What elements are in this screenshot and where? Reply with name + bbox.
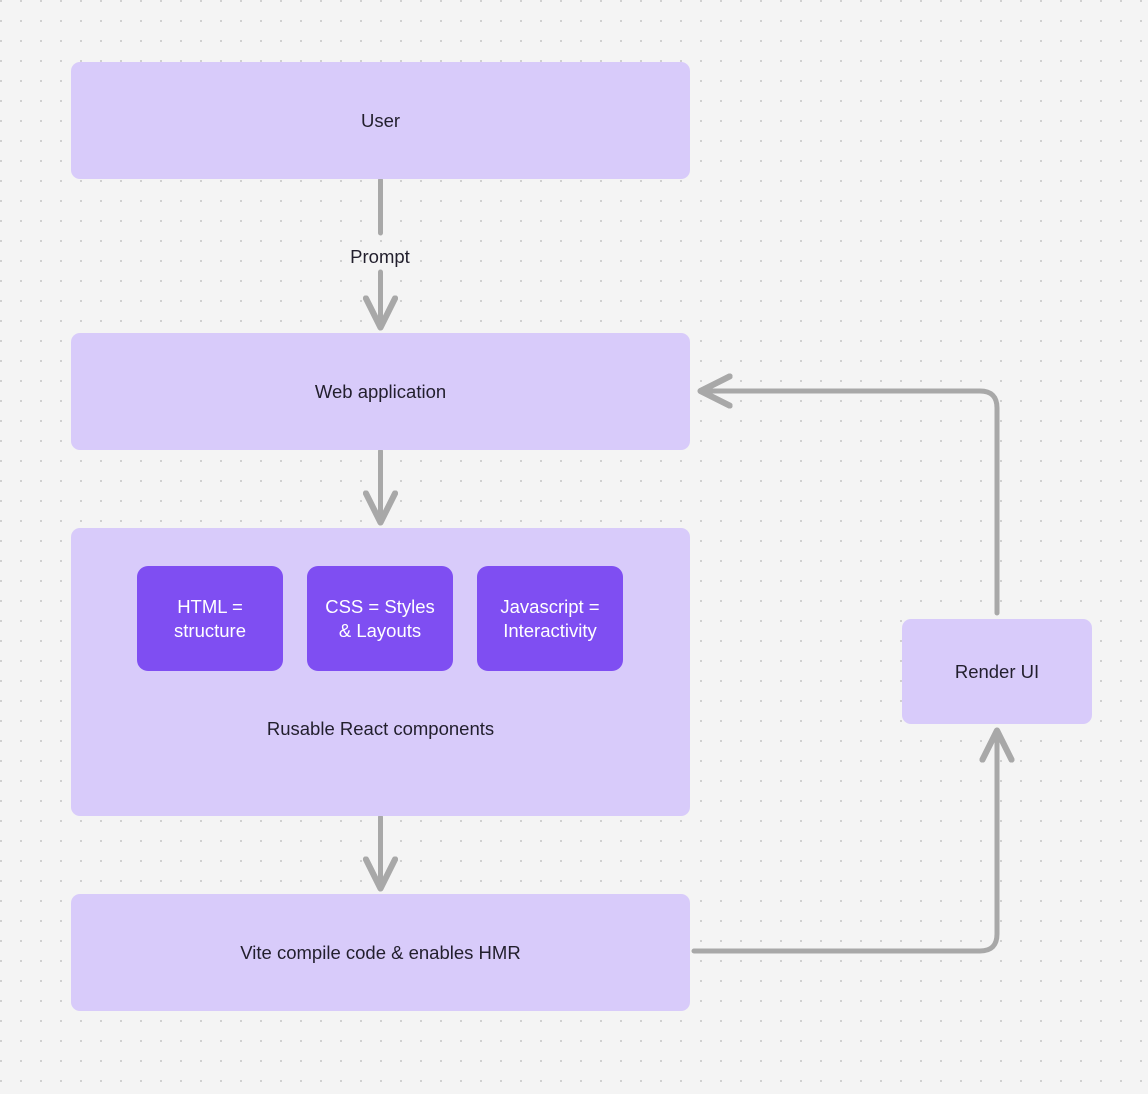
node-html-structure[interactable]: HTML = structure — [137, 566, 283, 671]
node-css-line1: CSS = Styles — [325, 595, 435, 617]
node-html-line2: structure — [174, 619, 246, 641]
node-user-label: User — [360, 109, 401, 131]
node-user[interactable]: User — [71, 62, 690, 179]
node-js-line2: Interactivity — [503, 619, 597, 641]
node-vite-compile[interactable]: Vite compile code & enables HMR — [71, 894, 690, 1011]
edge-label-prompt: Prompt — [350, 246, 410, 267]
node-javascript-interactivity[interactable]: Javascript = Interactivity — [477, 566, 623, 671]
node-css-styles[interactable]: CSS = Styles & Layouts — [307, 566, 453, 671]
node-html-structure-label: HTML = structure — [174, 595, 246, 642]
node-web-application[interactable]: Web application — [71, 333, 690, 450]
edge-vite-to-render — [691, 732, 997, 954]
node-render-ui-label: Render UI — [954, 660, 1040, 682]
edge-render-to-webapp — [702, 391, 1000, 616]
node-web-application-label: Web application — [314, 380, 447, 402]
node-html-line1: HTML = — [177, 595, 243, 617]
node-css-line2: & Layouts — [338, 619, 422, 641]
node-render-ui[interactable]: Render UI — [902, 619, 1092, 724]
node-vite-compile-label: Vite compile code & enables HMR — [240, 941, 521, 963]
components-caption: Rusable React components — [266, 718, 495, 739]
node-javascript-interactivity-label: Javascript = Interactivity — [500, 595, 599, 642]
node-js-line1: Javascript = — [500, 595, 600, 617]
node-css-styles-label: CSS = Styles & Layouts — [325, 595, 435, 642]
